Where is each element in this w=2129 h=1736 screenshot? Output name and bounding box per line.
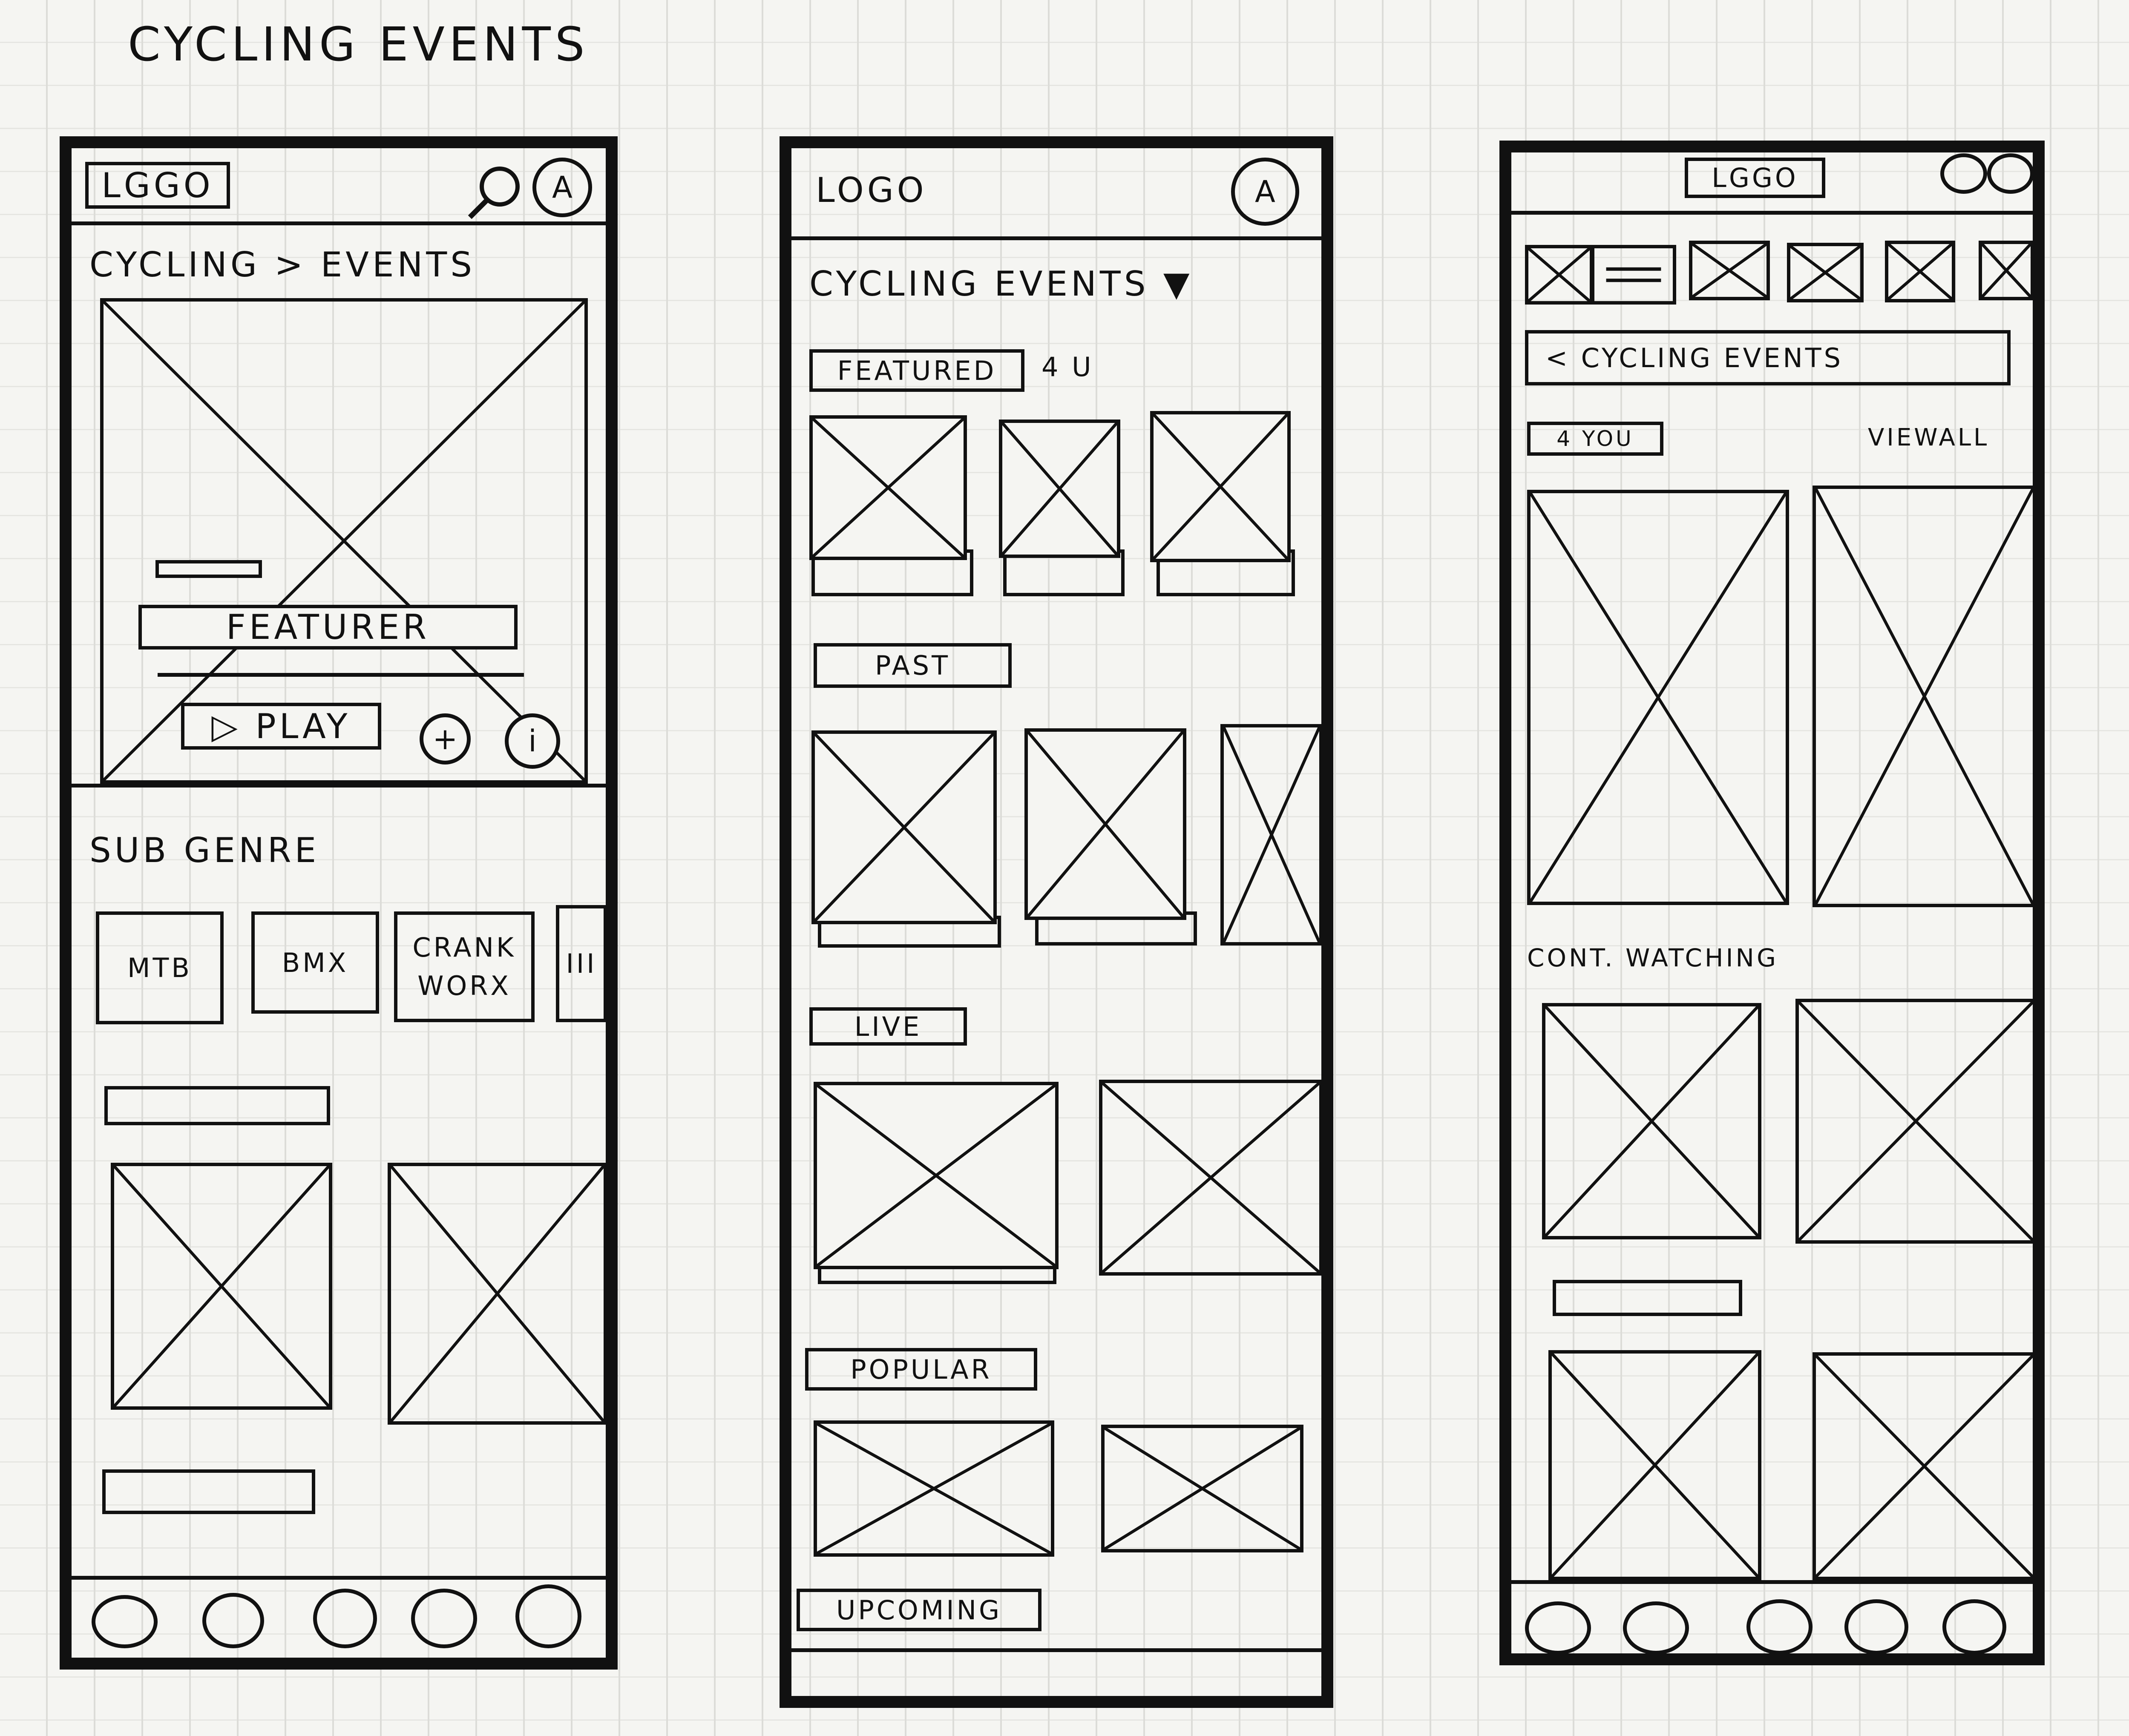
view-all-link[interactable]: VIEWALL xyxy=(1868,424,1990,451)
icon-circle-2[interactable] xyxy=(1987,153,2034,194)
popular-card-1[interactable] xyxy=(814,1420,1054,1557)
genre-tile-more[interactable]: III xyxy=(556,905,607,1022)
hero-underline xyxy=(158,673,524,677)
grid-card-1[interactable] xyxy=(1548,1350,1761,1580)
nav-circle-1[interactable] xyxy=(92,1595,158,1648)
popular-card-2[interactable] xyxy=(1101,1425,1303,1552)
category-thumb-5[interactable] xyxy=(1979,241,2034,300)
featured-card-3[interactable] xyxy=(1150,411,1291,562)
back-title: < CYCLING EVENTS xyxy=(1545,342,1843,374)
plus-icon: + xyxy=(432,721,458,756)
genre-tile-crankworx[interactable]: CRANK WORX xyxy=(394,911,535,1022)
card-image-1[interactable] xyxy=(111,1163,332,1410)
category-thumb-1[interactable] xyxy=(1525,245,1593,305)
featured-card-2[interactable] xyxy=(999,420,1120,558)
logo: LGGO xyxy=(1685,158,1825,198)
breadcrumb[interactable]: CYCLING > EVENTS xyxy=(89,245,476,285)
genre-tile-bmx[interactable]: BMX xyxy=(251,911,379,1014)
page-title: CYCLING EVENTS xyxy=(809,264,1149,304)
search-icon[interactable] xyxy=(462,162,526,226)
section-label-placeholder xyxy=(104,1086,330,1125)
avatar-letter: A xyxy=(552,170,573,205)
past-card-1[interactable] xyxy=(811,730,997,924)
cont-watching-card-1[interactable] xyxy=(1542,1003,1761,1239)
featurer-banner[interactable]: FEATURER xyxy=(138,605,518,650)
sub-genre-heading: SUB GENRE xyxy=(89,831,320,870)
info-icon: i xyxy=(528,724,537,759)
card-image-2[interactable] xyxy=(388,1163,607,1425)
menu-icon[interactable] xyxy=(1591,245,1676,305)
back-nav-bar[interactable]: < CYCLING EVENTS xyxy=(1525,330,2011,385)
bottom-nav-divider xyxy=(1511,1580,2033,1584)
cont-watching-card-2[interactable] xyxy=(1795,999,2036,1244)
continue-watching-heading: CONT. WATCHING xyxy=(1527,943,1778,972)
sheet-title: CYCLING EVENTS xyxy=(128,17,589,72)
bottom-edge xyxy=(791,1648,1322,1652)
past-card-3[interactable] xyxy=(1220,724,1323,946)
nav-circle-3[interactable] xyxy=(1746,1599,1813,1655)
live-heading: LIVE xyxy=(809,1007,967,1046)
hero-image-placeholder xyxy=(100,298,588,784)
nav-circle-4[interactable] xyxy=(411,1589,477,1648)
nav-circle-2[interactable] xyxy=(1623,1601,1689,1655)
category-thumb-4[interactable] xyxy=(1885,241,1955,302)
nav-circle-1[interactable] xyxy=(1525,1601,1591,1655)
featured-card-1[interactable] xyxy=(809,415,967,560)
avatar[interactable]: A xyxy=(532,158,592,217)
for-you-card-1[interactable] xyxy=(1527,490,1789,905)
nav-circle-4[interactable] xyxy=(1844,1599,1908,1655)
header-divider xyxy=(72,221,606,225)
live-card-2[interactable] xyxy=(1099,1080,1323,1276)
hero-meta-bar xyxy=(155,560,262,578)
grid-card-2[interactable] xyxy=(1813,1352,2036,1580)
hero-divider xyxy=(72,784,606,788)
logo: LOGO xyxy=(816,170,927,210)
logo: LGGO xyxy=(85,162,230,209)
info-button[interactable]: i xyxy=(505,713,560,769)
play-button[interactable]: ▷ PLAY xyxy=(181,703,381,750)
avatar-letter: A xyxy=(1255,174,1275,209)
nav-circle-3[interactable] xyxy=(313,1589,377,1648)
for-you-heading: 4 YOU xyxy=(1527,422,1663,456)
category-thumb-3[interactable] xyxy=(1787,243,1864,302)
popular-heading: POPULAR xyxy=(805,1348,1037,1391)
section-label-placeholder xyxy=(1553,1280,1742,1316)
for-you-card-2[interactable] xyxy=(1813,486,2036,907)
past-card-2[interactable] xyxy=(1024,728,1186,920)
section-label-placeholder-2 xyxy=(102,1469,315,1514)
screen-2-frame xyxy=(780,136,1333,1708)
header-divider xyxy=(1511,211,2033,215)
live-card-1[interactable] xyxy=(814,1082,1059,1269)
upcoming-heading: UPCOMING xyxy=(797,1589,1041,1631)
nav-circle-5[interactable] xyxy=(1942,1599,2006,1655)
genre-tile-mtb[interactable]: MTB xyxy=(96,911,224,1024)
nav-circle-5[interactable] xyxy=(515,1584,581,1648)
for-you-label: 4 U xyxy=(1041,351,1094,382)
chevron-down-icon: ▼ xyxy=(1163,264,1193,304)
avatar[interactable]: A xyxy=(1231,158,1299,226)
featured-heading: FEATURED xyxy=(809,349,1024,392)
bottom-nav-divider xyxy=(72,1576,606,1580)
screen-1-frame xyxy=(60,136,618,1670)
icon-circle-1[interactable] xyxy=(1940,153,1987,194)
add-button[interactable]: + xyxy=(420,713,471,765)
header-divider xyxy=(791,236,1322,240)
past-heading: PAST xyxy=(814,643,1012,688)
category-thumb-2[interactable] xyxy=(1689,241,1770,300)
page-title-dropdown[interactable]: CYCLING EVENTS ▼ xyxy=(809,264,1193,304)
nav-circle-2[interactable] xyxy=(202,1593,264,1648)
